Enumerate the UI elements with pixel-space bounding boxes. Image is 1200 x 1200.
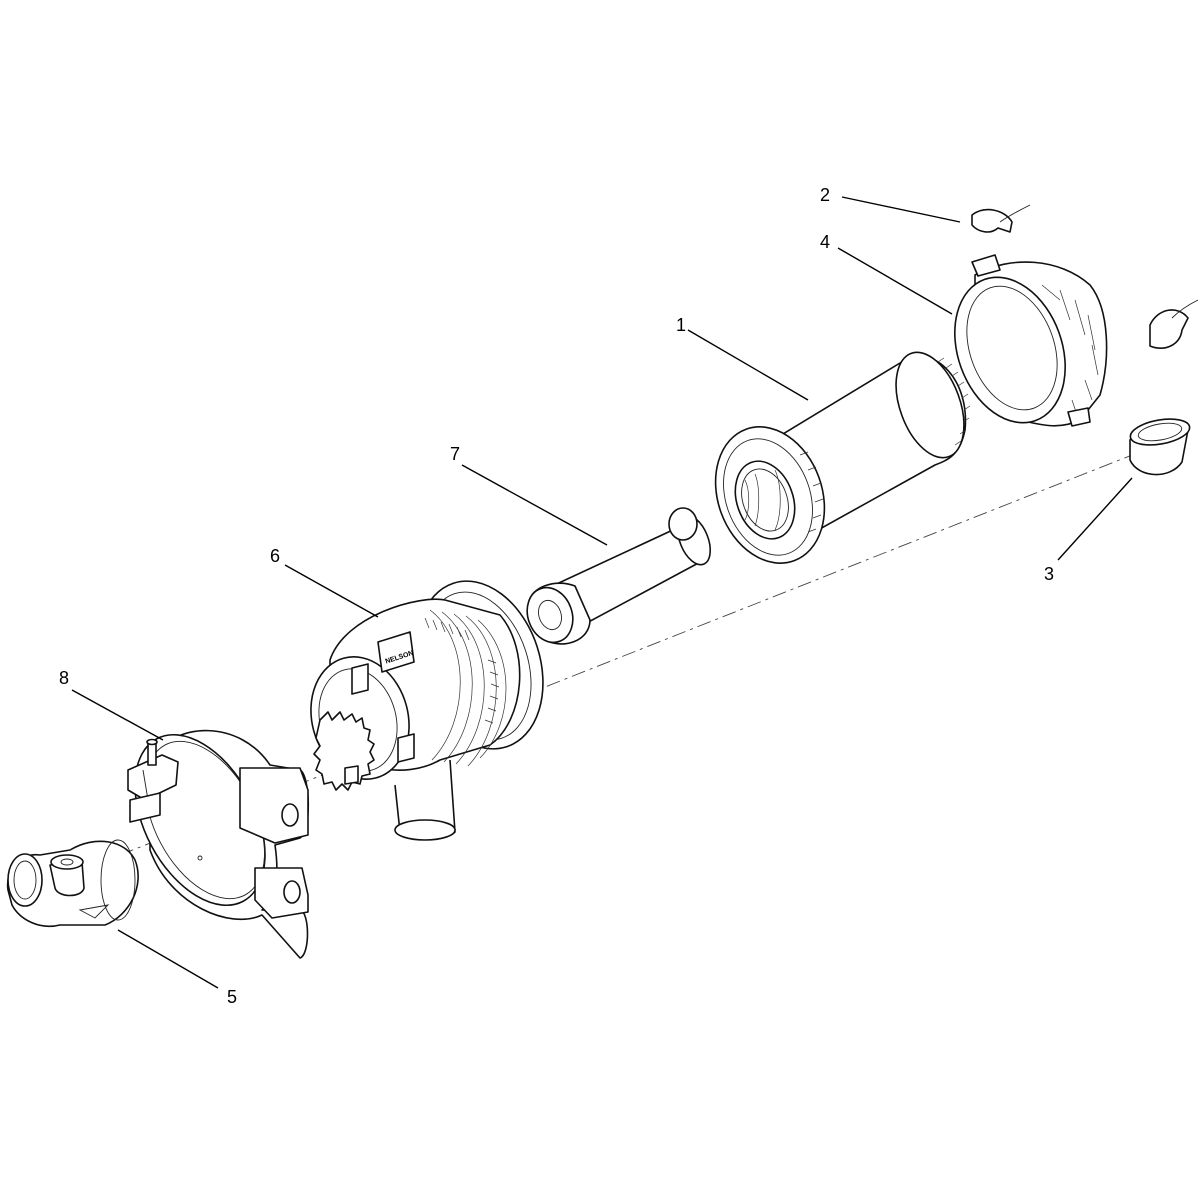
callout-2: 2 [820, 185, 830, 205]
leader-8 [71, 689, 164, 741]
part-7-safety-element [526, 507, 712, 645]
callout-numbers: 1 2 3 4 5 6 7 8 [59, 185, 1054, 1007]
part-2-clips [971, 204, 1199, 349]
leader-6 [284, 564, 379, 618]
callout-7: 7 [450, 444, 460, 464]
part-1-primary-filter [714, 351, 971, 564]
leader-4 [837, 247, 953, 315]
leader-1 [687, 329, 809, 401]
part-4-cover [954, 254, 1108, 427]
callout-6: 6 [270, 546, 280, 566]
callout-4: 4 [820, 232, 830, 252]
leader-3 [1057, 477, 1133, 561]
callout-1: 1 [676, 315, 686, 335]
part-8-mounting-band [127, 729, 310, 959]
leader-5 [117, 929, 219, 989]
leader-2 [841, 196, 961, 223]
callout-8: 8 [59, 668, 69, 688]
part-6-air-cleaner-body: NELSON [310, 580, 544, 841]
callout-5: 5 [227, 987, 237, 1007]
leader-7 [461, 464, 608, 546]
leader-lines [71, 196, 1133, 989]
body-slots [424, 617, 500, 724]
part-5-elbow-valve [6, 839, 139, 927]
nelson-label-plate: NELSON [377, 631, 415, 673]
callout-3: 3 [1044, 564, 1054, 584]
part-3-seal-ring [1129, 418, 1191, 476]
